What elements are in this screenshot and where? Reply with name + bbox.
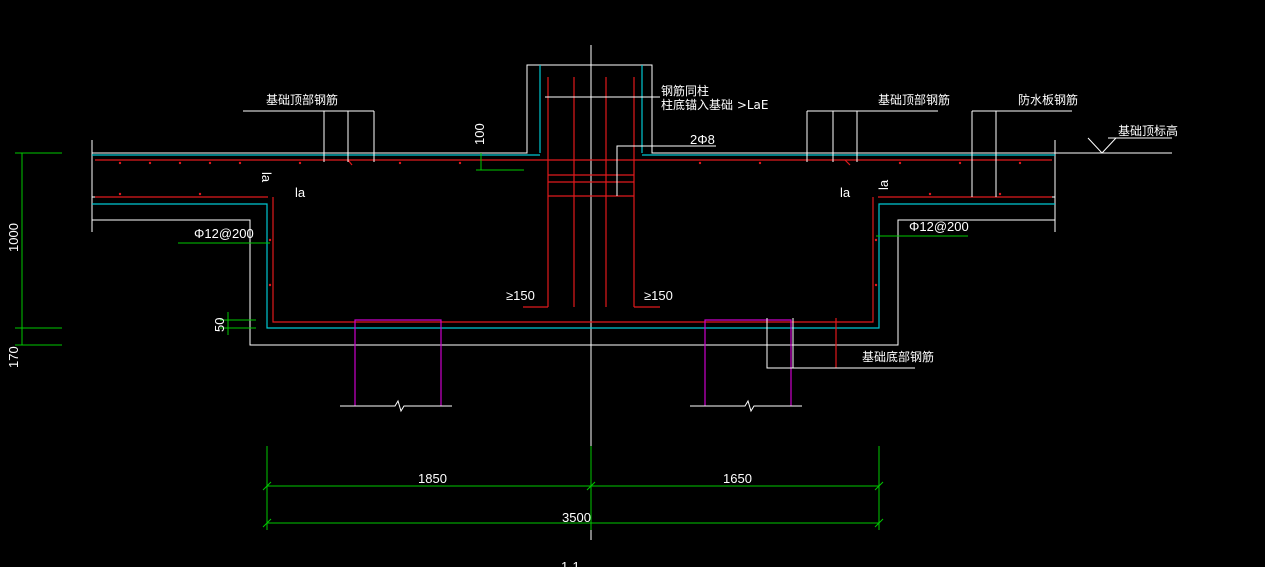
bottom-rebar-label: 基础底部钢筋 [862,349,934,364]
bar-phi12-right-label: Φ12@200 [909,219,969,234]
dim-100-label: 100 [472,123,487,145]
ge150-right-label: ≥150 [644,288,673,303]
rebar-lines [95,77,1052,368]
dim-1650-label: 1650 [723,471,752,486]
top-rebar-left-label: 基础顶部钢筋 [266,92,338,107]
ge150-left-label: ≥150 [506,288,535,303]
leader-lines [243,70,1172,369]
bar-2phi8-label: 2Φ8 [690,132,715,147]
column-rebar-label-2: 柱底锚入基础 >LaE [661,97,769,112]
pile-left [354,319,442,406]
pile-right [704,319,792,406]
la-left-rotated-label: la [259,172,274,183]
la-right-label: la [840,185,851,200]
rebar-dots [118,161,1022,287]
dim-50-label: 50 [212,318,227,332]
la-left-label: la [295,185,306,200]
dim-3500-label: 3500 [562,510,591,525]
column-rebar-label-1: 钢筋同柱 [661,83,709,98]
la-right-rotated-label: la [876,179,891,190]
waterproof-layer [92,65,1055,329]
dim-1850-label: 1850 [418,471,447,486]
bar-phi12-left-label: Φ12@200 [194,226,254,241]
section-label: 1-1 [561,559,580,567]
top-elevation-label: 基础顶标高 [1118,123,1178,138]
waterproof-rebar-label: 防水板钢筋 [1018,92,1078,107]
dimension-lines [15,152,968,530]
dim-1000-label: 1000 [6,223,21,252]
top-rebar-right-label: 基础顶部钢筋 [878,92,950,107]
pile-break-lines [340,399,802,413]
dim-170-label: 170 [6,346,21,368]
